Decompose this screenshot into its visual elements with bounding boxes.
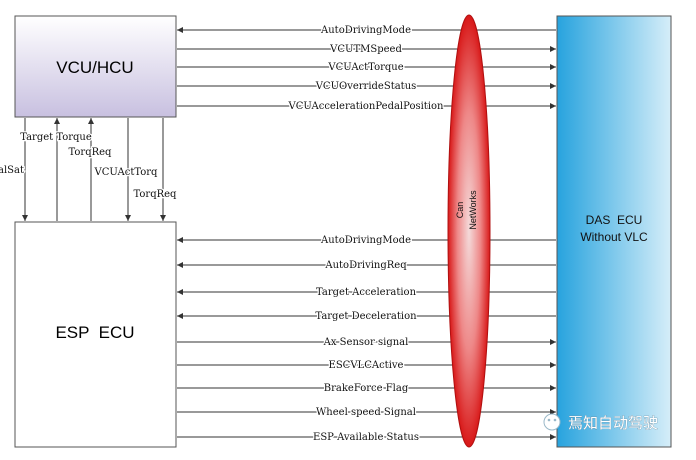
das-ecu-label-line2: Without VLC: [580, 230, 648, 244]
vcu-das-signal-label: VCUAccelerationPedalPosition: [288, 101, 445, 112]
vcu-esp-signal-label: Target Torque: [20, 132, 92, 143]
esp-das-signal-label: BrakeForce Flag: [324, 383, 409, 394]
vcu-das-signal-label: AutoDrivingMode: [320, 25, 411, 36]
signal-links: [22, 27, 556, 440]
esp-das-signal-label: AutoDrivingReq: [324, 260, 407, 271]
can-network-node: Can NetWorks: [447, 14, 491, 448]
vcu-hcu-node: VCU/HCU: [14, 15, 177, 118]
esp-ecu-label: ESP ECU: [55, 323, 134, 342]
vcu-hcu-label: VCU/HCU: [56, 58, 133, 77]
vcu-esp-signal-label: VCUActTorq: [94, 167, 159, 178]
esp-das-signal-label: Target Acceleration: [316, 287, 417, 298]
can-network-label-line2: NetWorks: [468, 190, 478, 230]
vcu-esp-signal-label: VCUAvalSat: [0, 165, 24, 176]
esp-das-signal-label: AutoDrivingMode: [320, 235, 411, 246]
watermark: 焉知自动驾驶: [543, 413, 658, 432]
esp-das-signal-label: Wheel speed Signal: [316, 407, 416, 418]
esp-das-signal-label: Ax Sensor signal: [323, 337, 409, 348]
esp-das-signal-label: ESCVLCActive: [329, 360, 404, 371]
esp-das-signal-label: ESP Available Status: [313, 432, 419, 443]
vcu-das-signal-label: VCUActTorque: [327, 62, 403, 73]
das-ecu-label-line1: DAS ECU: [586, 213, 643, 227]
vcu-esp-signal-label: TorqReq: [69, 147, 113, 158]
watermark-text: 焉知自动驾驶: [568, 415, 658, 432]
signal-labels: AutoDrivingModeVCUTMSpeedVCUActTorqueVCU…: [0, 24, 445, 445]
esp-ecu-node: ESP ECU: [14, 221, 177, 448]
das-ecu-node: DAS ECU Without VLC: [556, 15, 672, 448]
esp-das-signal-label: Target Deceleration: [315, 311, 417, 322]
wechat-icon-eye-left: [547, 418, 551, 422]
wechat-icon: [543, 413, 561, 431]
vcu-esp-signal-label: TorqReq: [134, 189, 178, 200]
vcu-das-signal-label: VCUTMSpeed: [329, 44, 402, 55]
vcu-das-signal-label: VCUOverrideStatus: [315, 81, 417, 92]
can-network-label-line1: Can: [455, 202, 465, 219]
wechat-icon-eye-right: [553, 418, 557, 422]
